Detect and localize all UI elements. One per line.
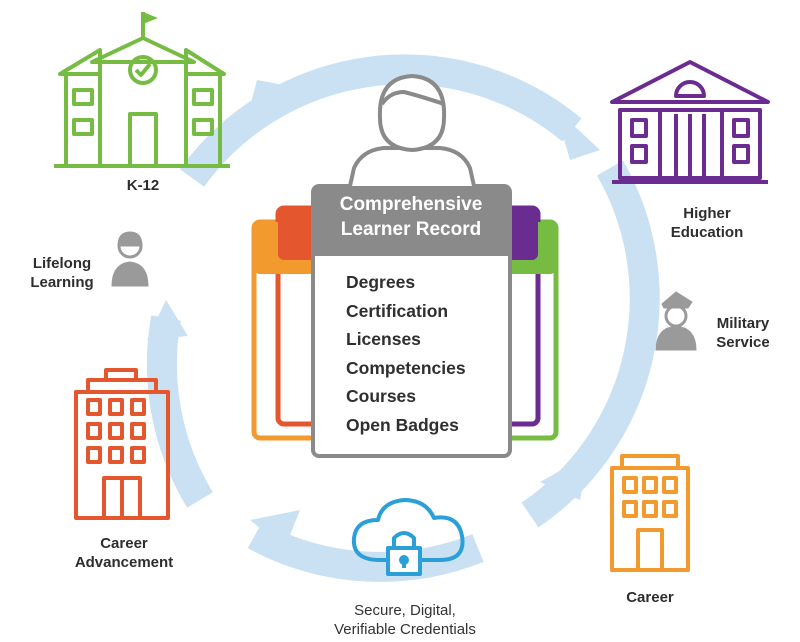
lifelong-learner-icon bbox=[111, 231, 149, 287]
university-building-icon bbox=[610, 60, 770, 184]
record-item: Open Badges bbox=[346, 414, 459, 435]
record-title-line2: Learner Record bbox=[340, 219, 482, 240]
military-person-icon bbox=[655, 291, 697, 351]
record-item: Licenses bbox=[346, 329, 421, 350]
cycle-arrowheads bbox=[147, 80, 600, 548]
record-title-line1: Comprehensive bbox=[339, 194, 483, 215]
arrowhead-left bbox=[147, 300, 188, 340]
label-higher-education: Higher Education bbox=[670, 205, 744, 241]
tall-office-building-icon bbox=[74, 368, 170, 520]
arrowhead-top-right bbox=[555, 108, 600, 160]
cloud-lock-icon bbox=[351, 498, 465, 576]
record-item: Certification bbox=[346, 300, 449, 321]
arrowhead-right bbox=[540, 455, 588, 500]
record-item: Competencies bbox=[346, 357, 466, 378]
label-k12: K-12 bbox=[126, 177, 160, 194]
record-title: Comprehensive Learner Record bbox=[316, 192, 506, 242]
learner-record-card bbox=[311, 184, 512, 458]
record-item: Courses bbox=[346, 386, 417, 407]
label-credentials: Secure, Digital, Verifiable Credentials bbox=[334, 602, 476, 638]
label-military-service: Military Service bbox=[716, 315, 770, 351]
arrowhead-bottom bbox=[250, 510, 300, 548]
school-building-icon bbox=[54, 12, 230, 168]
cycle-arc-top bbox=[179, 54, 582, 187]
label-lifelong-learning: Lifelong Learning bbox=[30, 255, 94, 291]
record-items-list: Degrees Certification Licenses Competenc… bbox=[346, 268, 466, 440]
learner-person-icon bbox=[348, 74, 476, 187]
office-building-icon bbox=[610, 454, 690, 572]
record-item: Degrees bbox=[346, 272, 416, 292]
label-career-advancement: Career Advancement bbox=[74, 535, 174, 571]
cycle-arc-bottom bbox=[247, 521, 484, 582]
label-career: Career bbox=[626, 589, 674, 606]
arrowhead-top-left bbox=[246, 80, 300, 122]
